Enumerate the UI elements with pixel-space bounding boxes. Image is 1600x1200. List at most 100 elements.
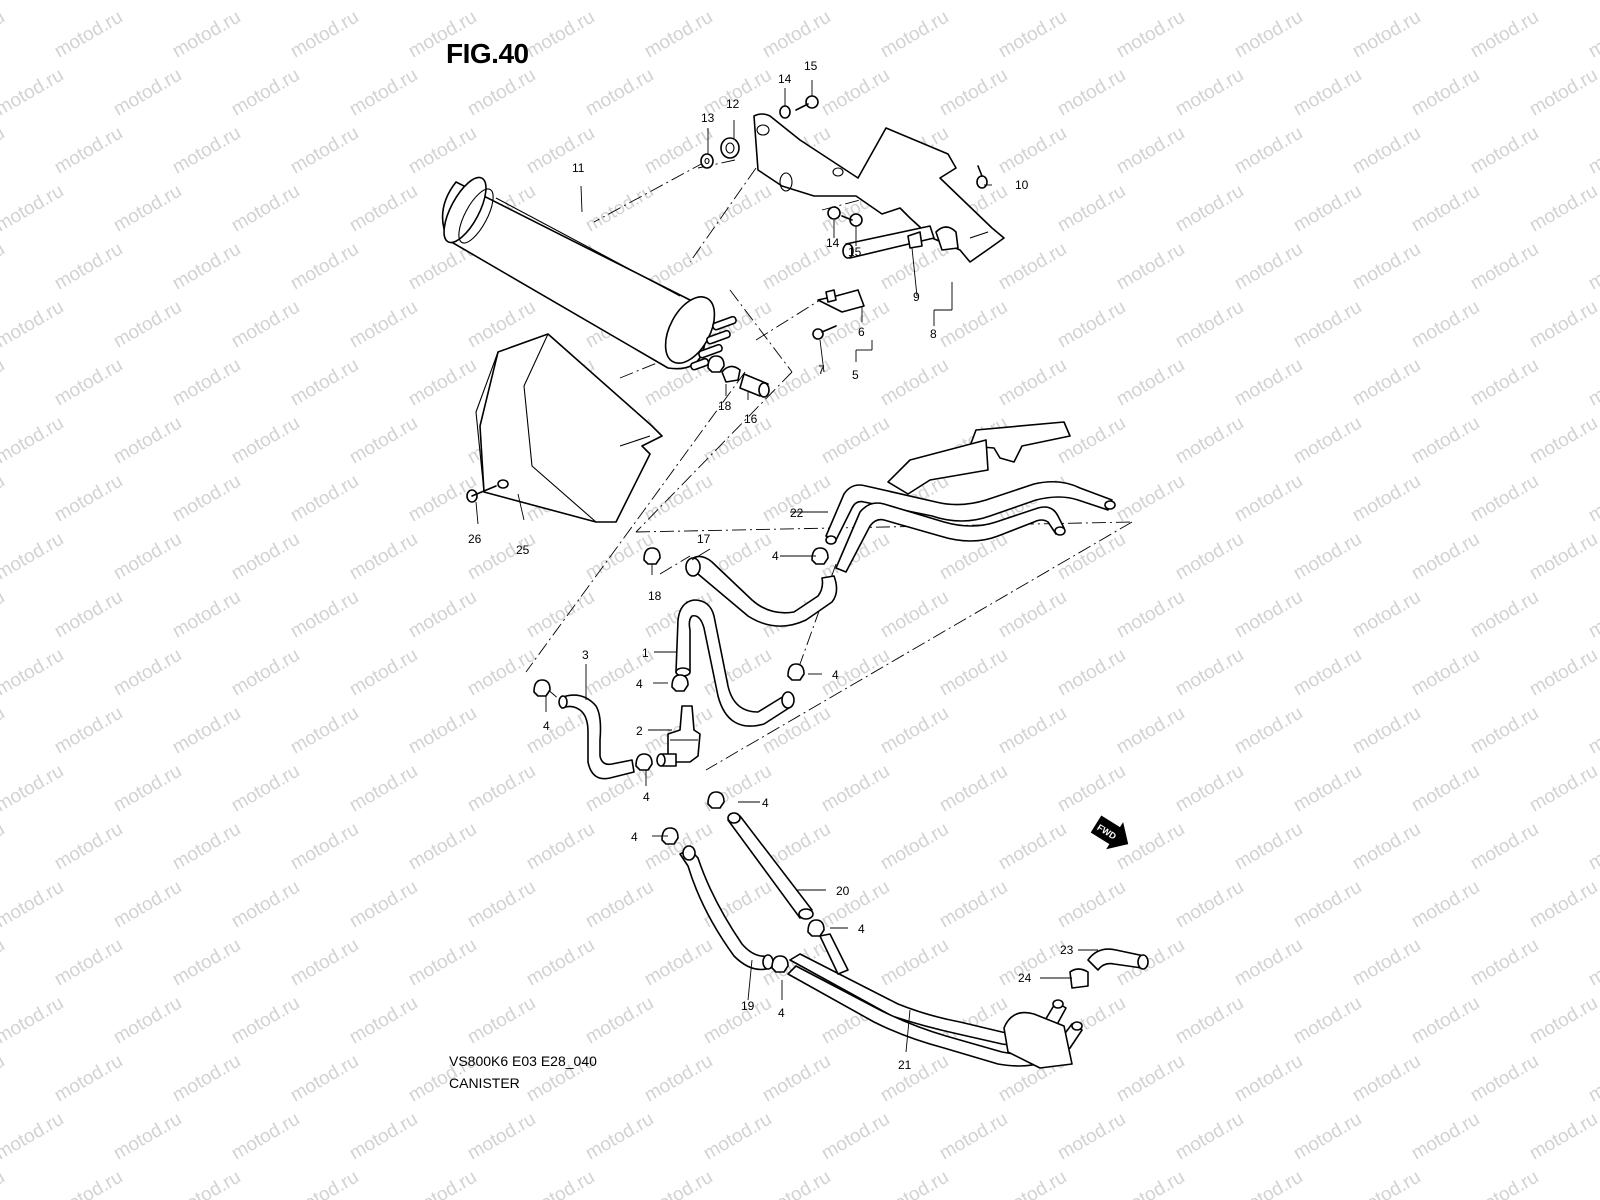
watermark-text: motod.ru	[1467, 1051, 1542, 1107]
watermark-text: motod.ru	[1172, 993, 1247, 1049]
watermark-text: motod.ru	[1467, 819, 1542, 875]
watermark-text: motod.ru	[877, 1167, 952, 1200]
watermark-text: motod.ru	[936, 761, 1011, 817]
watermark-text: motod.ru	[228, 645, 303, 701]
callout-4a: 4	[636, 677, 643, 691]
watermark-text: motod.ru	[228, 0, 303, 4]
watermark-text: motod.ru	[1349, 935, 1424, 991]
watermark-text: motod.ru	[700, 993, 775, 1049]
watermark-text: motod.ru	[405, 819, 480, 875]
watermark-text: motod.ru	[0, 819, 8, 875]
watermark-text: motod.ru	[0, 1051, 8, 1107]
watermark-text: motod.ru	[582, 65, 657, 121]
watermark-text: motod.ru	[1408, 529, 1483, 585]
watermark-text: motod.ru	[0, 297, 67, 353]
watermark-text: motod.ru	[523, 1167, 598, 1200]
watermark-text: motod.ru	[0, 65, 67, 121]
watermark-text: motod.ru	[51, 239, 126, 295]
watermark-text: motod.ru	[51, 819, 126, 875]
watermark-text: motod.ru	[51, 1167, 126, 1200]
watermark-text: motod.ru	[582, 993, 657, 1049]
watermark-text: motod.ru	[1113, 123, 1188, 179]
watermark-text: motod.ru	[818, 413, 893, 469]
watermark-text: motod.ru	[1113, 1167, 1188, 1200]
watermark-text: motod.ru	[1585, 703, 1600, 759]
watermark-text: motod.ru	[51, 1051, 126, 1107]
watermark-text: motod.ru	[405, 587, 480, 643]
watermark-text: motod.ru	[51, 703, 126, 759]
watermark-text: motod.ru	[877, 587, 952, 643]
watermark-text: motod.ru	[51, 587, 126, 643]
watermark-text: motod.ru	[0, 239, 8, 295]
watermark-text: motod.ru	[1349, 703, 1424, 759]
watermark-text: motod.ru	[287, 703, 362, 759]
watermark-text: motod.ru	[1231, 1167, 1306, 1200]
watermark-text: motod.ru	[1290, 761, 1365, 817]
spring-clamp	[707, 355, 725, 373]
watermark-text: motod.ru	[641, 935, 716, 991]
watermark-text: motod.ru	[287, 587, 362, 643]
hose-17	[685, 555, 838, 627]
watermark-text: motod.ru	[1408, 65, 1483, 121]
watermark-text: motod.ru	[1290, 1109, 1365, 1165]
watermark-text: motod.ru	[1349, 123, 1424, 179]
watermark-text: motod.ru	[877, 1051, 952, 1107]
watermark-text: motod.ru	[228, 65, 303, 121]
watermark-text: motod.ru	[287, 7, 362, 63]
watermark-text: motod.ru	[1172, 413, 1247, 469]
watermark-text: motod.ru	[110, 297, 185, 353]
spring-clamp	[787, 663, 805, 681]
watermark-text: motod.ru	[818, 645, 893, 701]
callout-16: 16	[744, 412, 758, 426]
watermark-text: motod.ru	[169, 239, 244, 295]
watermark-text: motod.ru	[1467, 703, 1542, 759]
watermark-text: motod.ru	[169, 587, 244, 643]
watermark-text: motod.ru	[818, 1109, 893, 1165]
hose-3	[558, 694, 635, 780]
watermark-text: motod.ru	[1408, 993, 1483, 1049]
watermark-text: motod.ru	[1585, 239, 1600, 295]
watermark-text: motod.ru	[936, 1109, 1011, 1165]
watermark-text: motod.ru	[1408, 877, 1483, 933]
watermark-text: motod.ru	[1467, 239, 1542, 295]
watermark-text: motod.ru	[1054, 1109, 1129, 1165]
watermark-text: motod.ru	[582, 0, 657, 4]
watermark-text: motod.ru	[287, 239, 362, 295]
watermark-text: motod.ru	[346, 993, 421, 1049]
watermark-text: motod.ru	[1526, 529, 1600, 585]
watermark-text: motod.ru	[405, 123, 480, 179]
callout-4f: 4	[762, 796, 769, 810]
spring-clamp	[661, 827, 679, 845]
watermark-text: motod.ru	[1054, 297, 1129, 353]
watermark-text: motod.ru	[0, 645, 67, 701]
watermark-text: motod.ru	[1408, 181, 1483, 237]
callout-5: 5	[852, 368, 859, 382]
watermark-text: motod.ru	[110, 993, 185, 1049]
watermark-text: motod.ru	[464, 1109, 539, 1165]
watermark-text: motod.ru	[1467, 7, 1542, 63]
watermark-text: motod.ru	[818, 761, 893, 817]
watermark-text: motod.ru	[1349, 239, 1424, 295]
watermark-text: motod.ru	[287, 355, 362, 411]
screw-7	[812, 325, 837, 340]
watermark-text: motod.ru	[759, 1167, 834, 1200]
watermark-text: motod.ru	[1113, 587, 1188, 643]
callout-14-mid: 14	[826, 236, 840, 250]
watermark-text: motod.ru	[346, 761, 421, 817]
watermark-text: motod.ru	[110, 877, 185, 933]
watermark-text: motod.ru	[936, 297, 1011, 353]
watermark-text: motod.ru	[110, 529, 185, 585]
watermark-text: motod.ru	[1290, 877, 1365, 933]
watermark-text: motod.ru	[1290, 297, 1365, 353]
watermark-text: motod.ru	[1113, 239, 1188, 295]
watermark-text: motod.ru	[0, 413, 67, 469]
callout-25: 25	[516, 543, 530, 557]
watermark-text: motod.ru	[1408, 1109, 1483, 1165]
watermark-text: motod.ru	[0, 761, 67, 817]
watermark-text: motod.ru	[346, 0, 421, 4]
callout-18-top: 18	[718, 399, 732, 413]
watermark-text: motod.ru	[1290, 529, 1365, 585]
watermark-text: motod.ru	[1231, 935, 1306, 991]
clip-24	[1069, 968, 1089, 989]
watermark-text: motod.ru	[1408, 0, 1483, 4]
